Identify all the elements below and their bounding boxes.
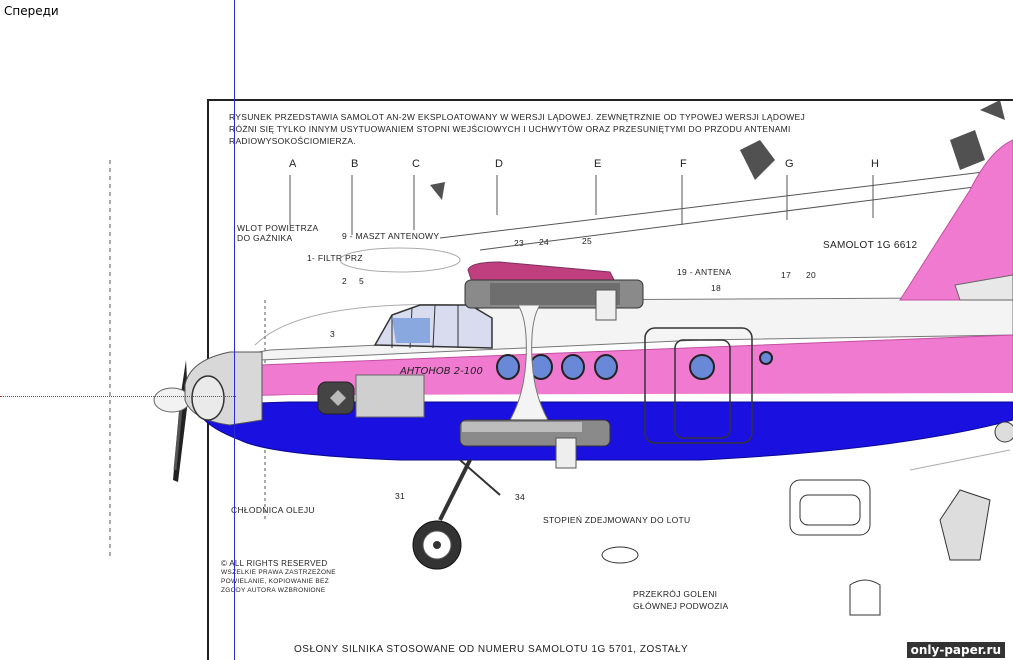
porthole	[689, 354, 715, 380]
rights-text: © ALL RIGHTS RESERVED	[221, 559, 328, 568]
canopy-glass	[392, 318, 430, 343]
portholes	[496, 351, 773, 380]
oil-cooler-panel	[355, 374, 425, 418]
rights-text: ZGODY AUTORA WZBRONIONE	[221, 587, 326, 594]
intro-line: RADIOWYSOKOŚCIOMIERZA.	[229, 136, 357, 146]
label-number: 31	[395, 491, 406, 501]
fuselage	[184, 139, 1013, 461]
callout-stopien: STOPIEŃ ZDEJMOWANY DO LOTU	[543, 515, 691, 525]
lower-wing-highlight	[462, 422, 582, 432]
label-number: 3	[330, 329, 336, 339]
callout-antena: 19 - ANTENA	[677, 267, 732, 277]
propeller	[153, 360, 191, 482]
cargo-door	[644, 327, 753, 444]
label-number: 5	[359, 276, 365, 286]
section-letter: A	[289, 158, 297, 170]
intro-line: RYSUNEK PRZEDSTAWIA SAMOLOT AN-2W EKSPLO…	[229, 112, 806, 122]
tail-stabilizer	[954, 274, 1013, 301]
callout-przekroj2: GŁÓWNEJ PODWOZIA	[633, 601, 729, 611]
passenger-door	[674, 339, 731, 439]
aileron-hinges	[555, 289, 617, 469]
label-number: 34	[515, 492, 526, 502]
label-number: 18	[711, 283, 722, 293]
label-number: 20	[806, 270, 817, 280]
hinge-detail	[939, 489, 991, 561]
section-letter: D	[495, 158, 503, 170]
leader-line	[439, 169, 1001, 239]
wings	[459, 261, 644, 469]
leader-line	[479, 184, 991, 251]
callout-filtr: 1- FILTR PRZ	[307, 253, 363, 263]
callout-maszt: 9 - MASZT ANTENOWY	[342, 231, 440, 241]
sheet-intro: RYSUNEK PRZEDSTAWIA SAMOLOT AN-2W EKSPLO…	[229, 111, 869, 147]
small-porthole	[759, 351, 773, 365]
section-letter: F	[680, 158, 687, 170]
section-letter: H	[871, 158, 879, 170]
gear-brace	[459, 459, 501, 496]
callout-przekroj: PRZEKRÓJ GOLENI	[633, 589, 718, 599]
strut-section	[601, 546, 639, 564]
section-letter: C	[412, 158, 420, 170]
landing-gear	[412, 459, 501, 570]
rights-text: WSZELKIE PRAWA ZASTRZEŻONE	[221, 569, 336, 576]
porthole	[561, 354, 585, 380]
callout-wlot2: DO GAŹNIKA	[237, 233, 293, 243]
upper-wing-top	[467, 261, 616, 283]
porthole	[594, 354, 618, 380]
label-number: 2	[342, 276, 348, 286]
cowling-front	[191, 375, 225, 421]
callout-samolot: SAMOLOT 1G 6612	[823, 240, 918, 251]
wheel-axle	[433, 541, 441, 549]
callout-chlodnica: CHŁODNICA OLEJU	[231, 505, 315, 515]
label-number: 23	[514, 238, 525, 248]
label-number: 17	[781, 270, 792, 280]
intake-grill	[330, 390, 346, 406]
sheet-footer: OSŁONY SILNIKA STOSOWANE OD NUMERU SAMOL…	[294, 644, 689, 655]
rights-text: POWIELANIE, KOPIOWANIE BEZ	[221, 578, 329, 585]
intro-line: RÓŻNI SIĘ TYLKO INNYM USYTUOWANIEM STOPN…	[229, 124, 791, 134]
hinge	[595, 289, 617, 321]
hinge	[555, 437, 577, 469]
viewport-guide-vertical	[234, 0, 235, 660]
viewport-guide-horizontal	[0, 396, 236, 397]
hatch-inner	[799, 494, 861, 526]
step-detail	[849, 579, 881, 616]
section-letter: G	[785, 158, 794, 170]
nose-lettering: АНТОНОВ 2-100	[399, 366, 483, 377]
sketch-wing	[339, 247, 461, 273]
tail-wheel	[994, 421, 1013, 443]
section-letter: E	[594, 158, 602, 170]
canopy-frames	[391, 304, 459, 349]
hatch-detail	[789, 479, 871, 536]
upper-wing-underside	[490, 283, 620, 305]
porthole	[496, 354, 520, 380]
watermark: only-paper.ru	[906, 642, 1005, 658]
tail-fin	[899, 139, 1013, 301]
callout-wlot: WLOT POWIETRZA	[237, 223, 319, 233]
sketch-tail	[909, 449, 1011, 471]
label-number: 25	[582, 236, 593, 246]
detail-drawings	[601, 479, 991, 616]
gear-strut	[438, 459, 472, 521]
section-letter: B	[351, 158, 359, 170]
view-label: Спереди	[4, 4, 59, 18]
ink-blots	[430, 100, 1005, 200]
